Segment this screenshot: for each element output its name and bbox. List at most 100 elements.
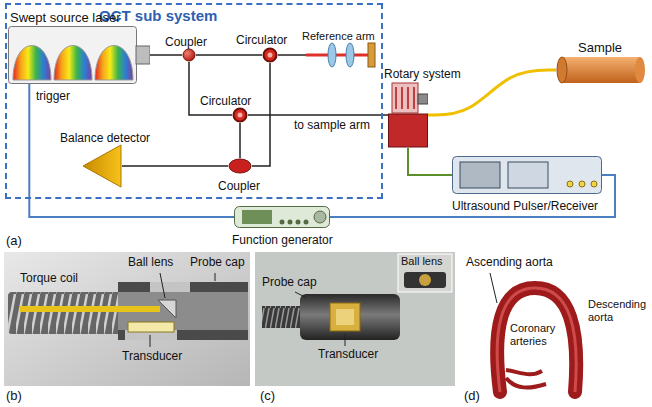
leader-line xyxy=(215,273,216,281)
sample-tube-icon xyxy=(556,56,646,84)
transducer xyxy=(128,322,174,332)
instrument-case xyxy=(453,157,602,194)
node-label: Balance detector xyxy=(60,132,150,146)
coupler-symbol xyxy=(183,49,195,61)
connector xyxy=(408,148,452,175)
circulator-symbol xyxy=(264,49,277,62)
torque-coil xyxy=(262,306,302,328)
probe-cap xyxy=(404,272,446,288)
pulser-receiver-icon xyxy=(452,156,602,194)
aortic-arch-shine xyxy=(497,288,576,392)
circulator-shape xyxy=(232,107,248,123)
node-label: Circulator xyxy=(236,34,287,48)
reference-arm-icon xyxy=(306,42,376,68)
part-label: Transducer xyxy=(318,348,378,362)
instrument-screen xyxy=(460,162,500,188)
lens xyxy=(328,43,336,67)
pulser-receiver: Ultrasound Pulser/Receiver xyxy=(448,156,608,214)
probe-cap xyxy=(300,294,400,340)
part-label: Probe cap xyxy=(190,256,245,270)
fiber-coupler-shape xyxy=(182,48,196,62)
connector xyxy=(150,54,182,56)
part-label: Ball lens xyxy=(401,255,443,268)
spectrum-sweep xyxy=(13,46,51,81)
rotor-stripe xyxy=(401,87,403,109)
panel-letter: (c) xyxy=(260,389,275,404)
instrument-button xyxy=(280,220,285,225)
connector-label: to sample arm xyxy=(292,119,372,133)
ball-lens xyxy=(419,274,431,286)
circulator-icon xyxy=(262,47,278,63)
node-label: Sample xyxy=(578,41,622,56)
circulator-icon xyxy=(232,107,248,123)
node-label: Function generator xyxy=(232,234,333,248)
fiber-coupler-icon xyxy=(228,158,252,174)
rotary-motor xyxy=(392,83,418,113)
instrument-case xyxy=(235,207,330,228)
part-label: Ascending aorta xyxy=(466,256,553,270)
panel-ground xyxy=(255,252,455,386)
function-generator: Function generator xyxy=(228,206,340,246)
sample-body xyxy=(562,57,640,83)
circulator: Circulator xyxy=(200,91,262,125)
optical-fiber xyxy=(20,306,160,312)
probe-window xyxy=(150,282,190,292)
node-label: Ultrasound Pulser/Receiver xyxy=(452,200,598,214)
transducer xyxy=(330,303,360,331)
rotary-base xyxy=(389,114,428,147)
circulator: Circulator xyxy=(236,30,300,66)
connector xyxy=(239,123,241,158)
leader-line xyxy=(490,273,497,303)
laser-source-shape xyxy=(8,26,150,84)
circulator-core xyxy=(238,113,243,118)
coupler-symbol xyxy=(229,159,251,173)
rotor-stripe xyxy=(407,87,409,109)
aortic-arch xyxy=(497,288,576,392)
aorta-model xyxy=(490,273,576,392)
sample-end xyxy=(635,57,645,83)
laser-source-icon xyxy=(8,26,150,84)
laser-source: Swept source laser xyxy=(8,8,156,86)
panel-ground xyxy=(4,252,250,386)
transducer-face xyxy=(336,309,354,325)
function-generator-icon xyxy=(234,206,330,228)
circulator-symbol xyxy=(234,109,247,122)
fiber-coupler-shape xyxy=(228,158,252,174)
instrument-knob xyxy=(567,181,573,187)
part-label: Probe cap xyxy=(262,276,317,290)
node-label: Reference arm xyxy=(302,30,375,43)
balanced-detector: Balance detector xyxy=(60,128,160,192)
rotary-joint: Rotary system xyxy=(384,64,466,152)
instrument-knob xyxy=(314,211,326,223)
rotor-stripe xyxy=(395,87,397,109)
connector xyxy=(248,114,388,116)
spectrum-sweep xyxy=(54,46,92,81)
fiber-port xyxy=(136,46,150,64)
part-label: Descending aorta xyxy=(588,298,648,323)
panel-letter: (a) xyxy=(6,234,22,249)
rotor-stripe xyxy=(413,87,415,109)
reference-arm: Reference arm xyxy=(300,26,382,72)
instrument-knob xyxy=(579,181,585,187)
node-label: Rotary system xyxy=(384,68,461,82)
leader-line xyxy=(150,335,151,347)
rotary-joint-shape xyxy=(388,82,428,148)
leader-line xyxy=(345,334,346,346)
node-label: Coupler xyxy=(218,180,260,194)
rotary-joint-icon xyxy=(388,82,428,148)
sample-tube: Sample xyxy=(556,38,648,88)
torque-coil xyxy=(8,292,126,334)
instrument-panel xyxy=(508,162,548,188)
fiber-coupler: Coupler xyxy=(165,32,213,64)
pulser-receiver-shape xyxy=(452,156,602,194)
balanced-detector-shape xyxy=(82,144,122,188)
probe-photo xyxy=(255,252,455,386)
function-generator-shape xyxy=(234,206,330,228)
instrument-button xyxy=(288,220,293,225)
sample-tube-shape xyxy=(556,56,646,84)
mirror xyxy=(368,43,375,67)
part-label: Ball lens xyxy=(128,256,173,270)
node-label: Swept source laser xyxy=(10,11,121,26)
instrument-button xyxy=(304,220,309,225)
balanced-detector-icon xyxy=(82,144,122,188)
